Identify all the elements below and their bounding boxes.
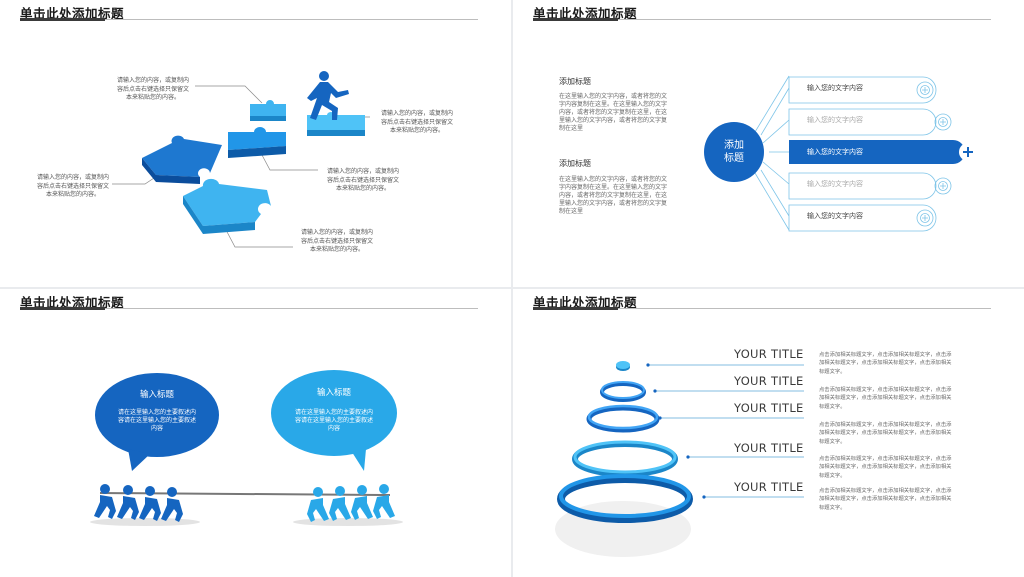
rope [99, 492, 391, 496]
item-title: YOUR TITLE [734, 480, 804, 494]
tug-of-war-illustration [90, 370, 403, 526]
bubble-title-right: 输入标题 [316, 388, 351, 398]
title-rule-accent [20, 18, 105, 21]
title-rule-accent [533, 18, 618, 21]
leader-line [224, 227, 293, 248]
ring-4 [572, 440, 678, 477]
stacked-rings-illustration [555, 361, 804, 557]
speech-bubble-left [95, 373, 219, 471]
leader-line [195, 85, 263, 104]
title-rule-accent [20, 307, 105, 310]
callout-5: 请输入您的内容，或复制内容后点击右键选择只保留文本来粘贴您的内容。 [300, 229, 373, 253]
ring-2 [600, 381, 646, 402]
title-rule-accent [533, 307, 618, 310]
block-text: 在这里输入您的文字内容，或者将您的文字内容复制在这里。在这里输入您的文字内容，或… [559, 93, 668, 132]
slide-title: 单击此处添加标题 [20, 6, 125, 21]
item-description: 点击添加相关标题文字，点击添加相关标题文字，点击添加相关标题文字，点击添加相关标… [819, 422, 952, 445]
slide-title: 单击此处添加标题 [20, 295, 125, 310]
slide-hub-menu[interactable]: 单击此处添加标题 添加标题 在这里输入您的文字内容，或者将您的文字内容复制在这里… [513, 0, 1024, 287]
ring-1 [616, 361, 630, 371]
callout-3: 请输入您的内容，或复制内容后点击右键选择只保留文本来粘贴您的内容。 [326, 168, 399, 192]
callout-4: 请输入您的内容，或复制内容后点击右键选择只保留文本来粘贴您的内容。 [36, 174, 109, 198]
item-description: 点击添加相关标题文字，点击添加相关标题文字，点击添加相关标题文字，点击添加相关标… [819, 352, 952, 375]
plus-icon [934, 113, 952, 131]
bubble-title-left: 输入标题 [139, 390, 174, 400]
team-left [94, 484, 183, 522]
plus-icon [916, 209, 934, 227]
title-rule [533, 308, 991, 309]
title-rule [20, 308, 478, 309]
slide-tug-of-war[interactable]: 单击此处添加标题 输入标题 [0, 289, 511, 577]
puzzle-piece-large [142, 135, 222, 184]
item-title: YOUR TITLE [734, 441, 804, 455]
speech-bubble-right [271, 370, 397, 471]
block-heading: 添加标题 [559, 77, 591, 86]
item-title: YOUR TITLE [734, 347, 804, 361]
title-rule [20, 19, 478, 20]
block-text: 在这里输入您的文字内容，或者将您的文字内容复制在这里。在这里输入您的文字内容，或… [559, 176, 668, 215]
item-title: YOUR TITLE [734, 401, 804, 415]
callout-2: 请输入您的内容，或复制内容后点击右键选择只保留文本来粘贴您的内容。 [380, 110, 453, 134]
bubble-text-right: 请在这里输入您的主要叙述内容请在这里输入您的主要叙述内容 [294, 409, 373, 432]
slide-title: 单击此处添加标题 [533, 295, 638, 310]
team-right [307, 484, 395, 522]
menu-item[interactable]: 输入您的文字内容 [807, 180, 863, 188]
item-title: YOUR TITLE [734, 374, 804, 388]
block-heading: 添加标题 [559, 159, 591, 168]
title-rule [533, 19, 991, 20]
ring-3 [586, 404, 660, 433]
menu-item[interactable]: 输入您的文字内容 [807, 116, 863, 124]
item-description: 点击添加相关标题文字，点击添加相关标题文字，点击添加相关标题文字，点击添加相关标… [819, 387, 952, 410]
plus-icon [934, 177, 952, 195]
menu-item[interactable]: 输入您的文字内容 [807, 212, 863, 220]
runner-figure [307, 71, 349, 120]
puzzle-illustration [112, 71, 370, 248]
leader-line [261, 154, 318, 171]
menu-item-selected[interactable]: 输入您的文字内容 [807, 148, 863, 156]
item-description: 点击添加相关标题文字，点击添加相关标题文字，点击添加相关标题文字，点击添加相关标… [819, 488, 952, 511]
hub-label: 添加标题 [724, 140, 744, 164]
bubble-text-left: 请在这里输入您的主要叙述内容请在这里输入您的主要叙述内容 [117, 409, 196, 432]
puzzle-piece-mid [228, 127, 286, 158]
slide-puzzle[interactable]: 单击此处添加标题 [0, 0, 511, 287]
item-description: 点击添加相关标题文字，点击添加相关标题文字，点击添加相关标题文字，点击添加相关标… [819, 456, 952, 479]
hub-diagram [704, 75, 977, 232]
slide-rings[interactable]: 单击此处添加标题 [513, 289, 1024, 577]
plus-icon [959, 143, 977, 161]
puzzle-piece-bottom [183, 178, 271, 234]
callout-1: 请输入您的内容，或复制内容后点击右键选择只保留文本来粘贴您的内容。 [116, 77, 189, 101]
puzzle-piece-runner [307, 112, 365, 136]
ring-5 [557, 474, 693, 523]
slide-title: 单击此处添加标题 [533, 6, 638, 21]
puzzle-piece-small [250, 100, 286, 121]
plus-icon [916, 81, 934, 99]
hub-circle [704, 122, 764, 182]
menu-item[interactable]: 输入您的文字内容 [807, 84, 863, 92]
